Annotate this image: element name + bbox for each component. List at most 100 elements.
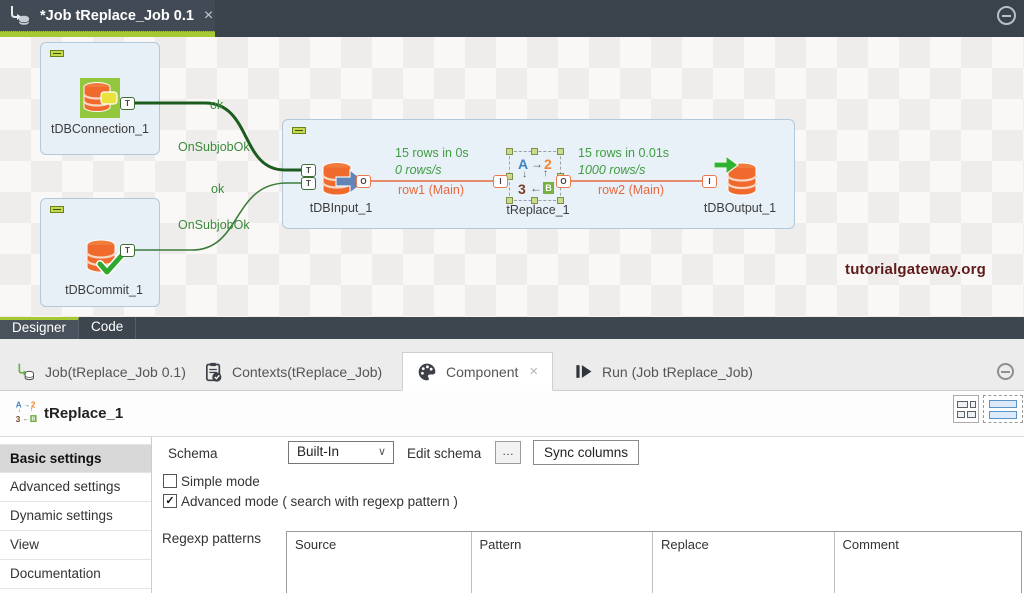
row1-rate: 0 rows/s (395, 163, 442, 177)
port-trigger-dbinput-2[interactable]: T (301, 177, 316, 190)
selection-handle[interactable] (557, 148, 564, 155)
simple-mode-label[interactable]: Simple mode (181, 474, 260, 489)
row2-stats: 15 rows in 0.01s 1000 rows/s (578, 145, 669, 179)
regexp-patterns-table[interactable]: Source Pattern Replace Comment (286, 531, 1022, 593)
link2-type-label: OnSubjobOk (178, 218, 250, 232)
sidebar-item-view[interactable]: View (0, 531, 151, 560)
sync-columns-button[interactable]: Sync columns (533, 440, 640, 465)
vertical-layout-button[interactable] (983, 395, 1023, 423)
editor-tab-bar: *Job tReplace_Job 0.1 × (0, 0, 1024, 37)
link1-type-label: OnSubjobOk (178, 140, 250, 154)
table-header-comment: Comment (833, 532, 1021, 593)
horizontal-layout-button[interactable] (953, 395, 979, 423)
component-settings-body: Basic settings Advanced settings Dynamic… (0, 437, 1024, 593)
selection-handle[interactable] (531, 197, 538, 204)
watermark: tutorialgateway.org (845, 261, 987, 278)
tab-code[interactable]: Code (79, 317, 137, 339)
row1-rowcount: 15 rows in 0s (395, 146, 469, 160)
port-trigger-dbcommit[interactable]: T (120, 244, 135, 257)
component-label-treplace: tReplace_1 (506, 203, 570, 217)
port-input-treplace[interactable]: I (493, 175, 508, 188)
port-output-treplace[interactable]: O (556, 175, 571, 188)
sidebar-item-advanced-settings[interactable]: Advanced settings (0, 473, 151, 502)
table-header-replace: Replace (652, 532, 834, 593)
port-trigger-dbinput-1[interactable]: T (301, 164, 316, 177)
component-label-dbinput: tDBInput_1 (309, 201, 373, 215)
tdbcommit-component-icon[interactable] (82, 238, 128, 280)
tab-designer[interactable]: Designer (0, 317, 80, 339)
treplace-icon-up: ↑ (30, 406, 34, 414)
treplace-icon-arrow-right: → (23, 400, 31, 409)
tdboutput-component-icon[interactable] (714, 155, 760, 199)
row1-stats: 15 rows in 0s 0 rows/s (395, 145, 469, 179)
component-settings-header: A → 2 ↓ ↑ 3 ← B tReplace_1 (0, 391, 1024, 437)
treplace-component-icon[interactable]: A → 2 ↓ ↑ 3 ← B (515, 156, 555, 196)
component-label-dbcommit: tDBCommit_1 (65, 283, 143, 297)
tab-component-label: Component (446, 363, 519, 380)
simple-mode-checkbox[interactable] (163, 474, 177, 488)
subjob-collapse-toggle[interactable] (50, 50, 64, 57)
tab-run[interactable]: Run (Job tReplace_Job) (560, 352, 767, 391)
wire-onsubjobok-2[interactable] (135, 182, 301, 251)
treplace-icon-3: 3 (15, 414, 21, 424)
subjob-collapse-toggle[interactable] (292, 127, 306, 134)
selection-handle[interactable] (557, 197, 564, 204)
schema-select-value: Built-In (297, 444, 340, 459)
treplace-header-icon: A → 2 ↓ ↑ 3 ← B (14, 400, 37, 423)
run-tab-icon (576, 365, 592, 378)
settings-sidebar: Basic settings Advanced settings Dynamic… (0, 437, 152, 593)
selection-handle[interactable] (506, 148, 513, 155)
treplace-selection-box (509, 151, 561, 201)
contexts-tab-icon (206, 362, 222, 382)
sidebar-item-basic-settings[interactable]: Basic settings (0, 444, 151, 473)
check-icon: ✓ (165, 495, 175, 507)
tab-job[interactable]: Job(tReplace_Job 0.1) (2, 352, 200, 391)
link1-ok-label: ok (210, 98, 224, 112)
chevron-down-icon: ∨ (377, 446, 386, 458)
tab-contexts-label: Contexts(tReplace_Job) (232, 363, 383, 380)
link2-ok-label: ok (211, 182, 225, 196)
port-trigger-dbconnection[interactable]: T (120, 97, 135, 110)
tab-job-label: Job(tReplace_Job 0.1) (45, 363, 186, 380)
minimize-editor-icon[interactable] (997, 6, 1016, 25)
tab-component[interactable]: Component × (402, 352, 554, 391)
treplace-icon-a: A (518, 156, 529, 172)
component-tab-icon (418, 363, 436, 380)
component-label-dbconnection: tDBConnection_1 (51, 122, 149, 136)
treplace-icon-down: ↓ (18, 407, 21, 414)
tab-contexts[interactable]: Contexts(tReplace_Job) (190, 352, 396, 391)
job-editor-tab[interactable]: *Job tReplace_Job 0.1 × (0, 0, 215, 32)
advanced-mode-label[interactable]: Advanced mode ( search with regexp patte… (181, 494, 458, 509)
table-header-pattern: Pattern (470, 532, 653, 593)
sidebar-item-dynamic-settings[interactable]: Dynamic settings (0, 502, 151, 531)
schema-select[interactable]: Built-In ∨ (288, 441, 394, 464)
sidebar-item-documentation[interactable]: Documentation (0, 560, 151, 589)
basic-settings-form: Schema Built-In ∨ Edit schema … Sync col… (152, 437, 1024, 593)
close-component-tab-icon[interactable]: × (529, 363, 539, 380)
subjob-collapse-toggle[interactable] (50, 206, 64, 213)
close-tab-icon[interactable]: × (203, 7, 214, 24)
treplace-icon-up: ↑ (543, 168, 548, 179)
job-tab-icon (18, 363, 34, 380)
edit-schema-ellipsis-button[interactable]: … (495, 441, 521, 464)
selection-handle[interactable] (506, 197, 513, 204)
row1-name-label: row1 (Main) (398, 183, 464, 197)
treplace-icon-b: B (543, 182, 554, 194)
connection-wires (135, 101, 702, 251)
port-output-dbinput[interactable]: O (356, 175, 371, 188)
treplace-icon-arrow-left: ← (22, 414, 30, 423)
port-input-dboutput[interactable]: I (702, 175, 717, 188)
job-icon (11, 6, 30, 26)
treplace-icon-arrow-left: ← (530, 181, 542, 195)
job-design-canvas[interactable]: T tDBConnection_1 T tDBCommit_1 T T O tD… (0, 37, 1024, 317)
tab-run-label: Run (Job tReplace_Job) (602, 363, 753, 380)
wire-onsubjobok-1[interactable] (135, 101, 301, 172)
row2-rate: 1000 rows/s (578, 163, 646, 177)
tdbconnection-component-icon[interactable] (80, 78, 120, 118)
panel-tab-bar: Job(tReplace_Job 0.1) Contexts(tReplace_… (0, 339, 1024, 391)
treplace-icon-2: 2 (30, 400, 36, 410)
selection-handle[interactable] (531, 148, 538, 155)
minimize-panel-icon[interactable] (997, 363, 1014, 380)
advanced-mode-checkbox[interactable]: ✓ (163, 494, 177, 508)
